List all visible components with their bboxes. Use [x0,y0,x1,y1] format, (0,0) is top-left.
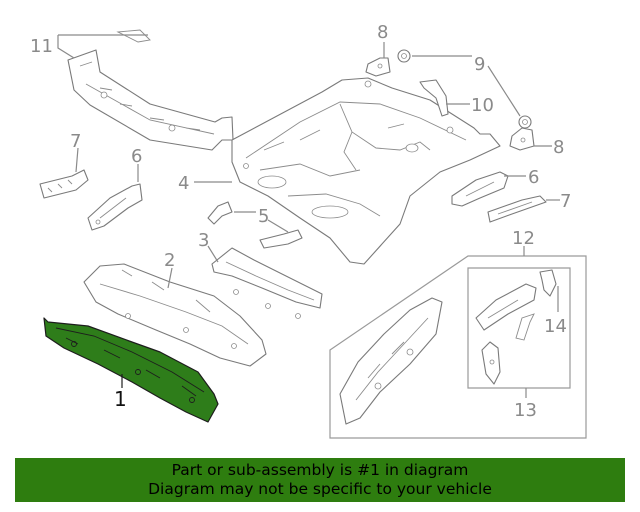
callout-3: 3 [198,230,209,251]
part-14-clip[interactable] [539,269,557,297]
info-banner: Part or sub-assembly is #1 in diagram Di… [15,458,625,502]
callout-2: 2 [164,250,175,271]
part-10-bracket[interactable] [419,79,449,117]
callout-7a: 7 [70,131,81,152]
callout-4: 4 [178,173,189,194]
part-8-bracket-top[interactable] [365,57,391,77]
callout-7a-leader [75,147,79,173]
callout-2-leader [167,267,173,289]
part-7-reinforcement-right[interactable] [487,195,547,223]
callout-7b: 7 [560,191,571,212]
callout-11: 11 [30,36,53,57]
part-3-crossmember[interactable] [211,247,323,319]
part-11-upper-crossmember[interactable] [67,49,234,151]
part-8-bracket-right[interactable] [509,127,535,151]
callout-1: 1 [114,387,127,411]
part-7-reinforcement-left[interactable] [39,169,89,199]
callout-8a: 8 [377,22,388,43]
part-13-bracket-set[interactable] [475,283,537,385]
callout-8b: 8 [553,137,564,158]
part-5-clip-upper[interactable] [207,201,233,225]
part-1-rear-end-panel[interactable] [43,317,219,423]
part-12-side-rail[interactable] [339,297,443,425]
part-4-rear-floor-pan[interactable] [231,77,501,265]
callout-3-leader [207,245,219,263]
callout-9: 9 [474,54,485,75]
part-9-nut-right[interactable] [518,115,532,129]
callout-9-leader [412,55,521,117]
inset-frame-13 [467,267,571,389]
callout-14: 14 [544,316,567,337]
callout-6a: 6 [131,146,142,167]
inset-frame-12 [329,255,587,439]
part-5-clip-lower[interactable] [259,229,303,249]
part-2-rear-panel[interactable] [83,263,267,367]
callout-13: 13 [514,400,537,421]
callout-6b: 6 [528,167,539,188]
callout-10: 10 [471,95,494,116]
info-banner-background [15,458,625,502]
callout-11-leader [57,29,151,59]
part-6-side-member-right[interactable] [451,171,509,207]
callout-12: 12 [512,228,535,249]
banner-line-2: Diagram may not be specific to your vehi… [148,480,492,498]
callout-5: 5 [258,206,269,227]
callout-5-leader [234,211,289,233]
banner-line-1: Part or sub-assembly is #1 in diagram [171,461,469,479]
part-6-side-member-left[interactable] [87,183,143,231]
part-9-nut-top[interactable] [397,49,411,63]
